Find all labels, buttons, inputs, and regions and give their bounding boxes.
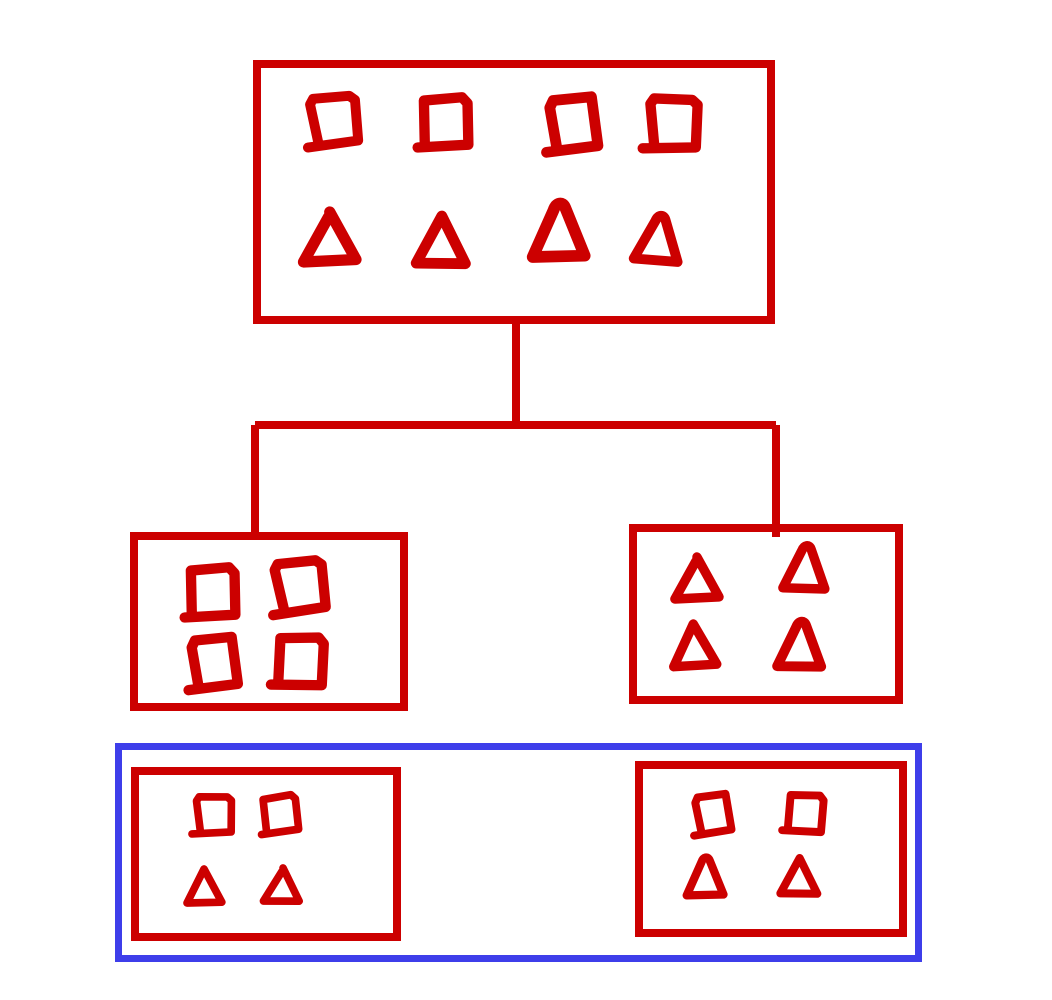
node-mixed-left-box xyxy=(131,767,401,941)
square-shape xyxy=(187,637,238,690)
node-mixed-left xyxy=(131,767,401,941)
square-shape xyxy=(270,560,326,615)
square-shape xyxy=(185,566,237,619)
node-all-triangles-shapes xyxy=(672,545,827,668)
triangle-shape xyxy=(187,869,222,903)
triangle-shape xyxy=(634,213,682,263)
highlight-group-box xyxy=(115,743,922,962)
node-mixed-right-box xyxy=(635,761,907,937)
triangle-shape xyxy=(416,215,467,265)
triangle-shape xyxy=(783,545,827,590)
node-all-squares xyxy=(130,532,408,711)
triangle-shape xyxy=(687,857,724,895)
node-all-squares-shapes xyxy=(185,560,327,690)
node-mixed-right xyxy=(635,761,907,937)
square-shape xyxy=(545,97,598,153)
triangle-shape xyxy=(675,557,719,599)
triangle-shape xyxy=(263,867,300,903)
square-shape xyxy=(192,796,232,836)
node-all-squares-box xyxy=(130,532,408,711)
node-all-triangles-box xyxy=(629,524,903,704)
triangle-shape xyxy=(777,621,823,668)
square-shape xyxy=(271,633,327,690)
triangle-shape xyxy=(780,857,818,894)
tree-connector-lines xyxy=(251,320,780,537)
square-shape xyxy=(305,95,358,147)
node-all-triangles xyxy=(629,524,903,704)
node-mixed-right-shapes xyxy=(687,791,826,895)
square-shape xyxy=(643,97,699,152)
square-shape xyxy=(259,794,298,834)
square-shape xyxy=(418,96,470,149)
triangle-shape xyxy=(304,212,357,262)
node-root-box xyxy=(253,60,775,324)
square-shape xyxy=(691,794,732,836)
triangle-shape xyxy=(533,203,585,257)
node-root-shapes xyxy=(304,95,700,264)
node-root xyxy=(253,60,775,324)
square-shape xyxy=(782,791,826,836)
node-mixed-left-shapes xyxy=(187,794,301,903)
triangle-shape xyxy=(672,623,716,666)
highlight-group xyxy=(115,743,922,962)
